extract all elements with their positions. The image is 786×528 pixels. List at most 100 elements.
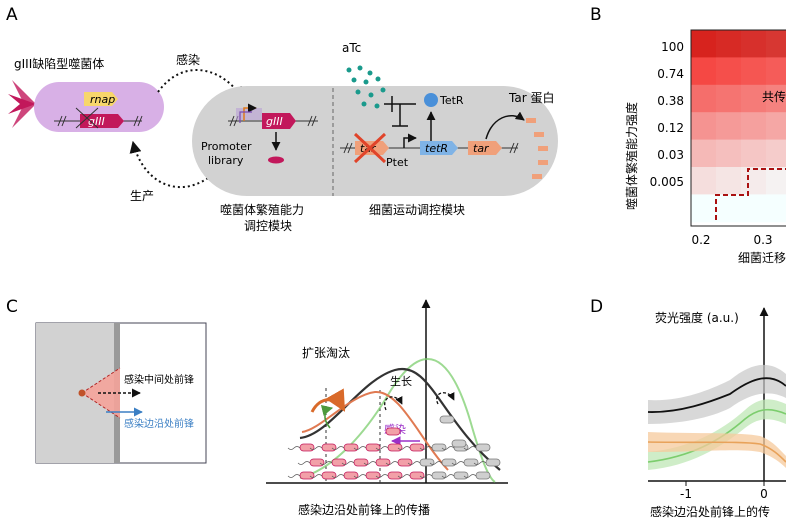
panel-c: C 感染中间处前锋 感染边沿处前锋 扩张淘汰 生长 感染 感染边沿处前锋上的传播 (6, 297, 508, 517)
heatmap-cell (691, 57, 716, 86)
heatmap-cell (766, 84, 786, 113)
uninfected-cell (475, 471, 491, 480)
giii-gene-icon (80, 114, 124, 128)
tar-gene-icon (468, 141, 502, 155)
infected-cell (343, 443, 359, 452)
produce-arrow (129, 140, 209, 189)
b-region-text: 共传 (762, 89, 786, 104)
dna-break-icon (133, 115, 143, 127)
heatmap-frame (690, 29, 786, 227)
b-ylabel: 噬菌体繁殖能力强度 (624, 102, 639, 210)
infection-wedge-edge (81, 367, 121, 419)
b-ytick: 100 (661, 40, 684, 54)
flagellum (463, 474, 477, 478)
c-orange-curve (301, 390, 449, 471)
panel-d: D 荧光强度 (a.u.) -1 0 感染边沿处前锋上的传 (590, 297, 786, 519)
heatmap-cell (716, 194, 741, 223)
tar-expression-arrow (485, 111, 525, 140)
heatmap-cell (741, 57, 766, 86)
uninfected-cell (419, 458, 435, 467)
d-orange-band (648, 432, 786, 468)
infected-cell (409, 443, 425, 452)
panel-label-b: B (590, 5, 602, 25)
front-edge-label: 感染边沿处前锋 (124, 417, 194, 430)
heatmap (691, 30, 786, 223)
giii-label: gIII (88, 115, 105, 128)
infected-cell (309, 458, 325, 467)
d-ylabel: 荧光强度 (a.u.) (655, 310, 739, 325)
heatmap-cell (691, 112, 716, 141)
heatmap-cell (716, 139, 741, 168)
b-xlabel: 细菌迁移 (738, 251, 786, 265)
heatmap-cell (691, 194, 716, 223)
front-middle-label: 感染中间处前锋 (124, 373, 194, 386)
atc-molecules-icon (346, 65, 386, 109)
flagellum (375, 446, 389, 450)
flagellum (397, 474, 411, 478)
dna-break-icon (307, 115, 317, 127)
flagellum (429, 461, 443, 465)
flagellum (441, 474, 455, 478)
b-ytick: 0.74 (657, 67, 684, 81)
d-xtick: 0 (760, 487, 768, 501)
module1-label-line2: 调控模块 (244, 219, 292, 233)
rnap-label: rnap (90, 93, 115, 106)
panel-label-d: D (590, 297, 603, 317)
bacterium-cell (385, 427, 401, 436)
c-growth-label: 生长 (390, 374, 412, 388)
heatmap-cell (741, 139, 766, 168)
module1-label-line1: 噬菌体繁殖能力 (220, 202, 304, 217)
infected-cell (387, 443, 403, 452)
bacterium-cell (439, 415, 455, 424)
flagellum (309, 474, 323, 478)
panel-label-a: A (6, 5, 18, 25)
phage-body (34, 82, 164, 132)
flagellum (363, 461, 377, 465)
flagellum (419, 474, 433, 478)
heatmap-cell (741, 84, 766, 113)
infect-label: 感染 (176, 52, 200, 67)
heatmap-cell (691, 167, 716, 195)
rnap-gene-icon (84, 92, 118, 106)
flagellum (331, 446, 345, 450)
heatmap-cell (716, 30, 741, 58)
flagellum (331, 474, 345, 478)
infected-cell (331, 458, 347, 467)
infected-cell (353, 458, 369, 467)
promoter-library-icon (236, 103, 262, 123)
infected-cell (321, 471, 337, 480)
piii-protein-icon (268, 156, 284, 164)
flagellum (385, 461, 399, 465)
flagellum (309, 446, 323, 450)
heatmap-cell (766, 57, 786, 86)
uninfected-cell (475, 443, 491, 452)
uninfected-cell (431, 471, 447, 480)
bacteria-cells (287, 415, 501, 480)
d-green-curve (647, 408, 786, 463)
uninfected-cell (453, 471, 469, 480)
heatmap-cell (741, 112, 766, 141)
module2-label: 细菌运动调控模块 (369, 203, 465, 217)
infected-cell (387, 471, 403, 480)
uninfected-cell (431, 443, 447, 452)
heatmap-cell (741, 194, 766, 223)
tar-receptor-icons (526, 118, 548, 179)
giii-host-gene-icon (262, 113, 296, 129)
flagellum (441, 446, 455, 450)
tetr-gene-label: tetR (425, 142, 448, 155)
infected-cell (299, 471, 315, 480)
heatmap-cell (716, 57, 741, 86)
flagellum (353, 474, 367, 478)
b-ytick: 0.38 (657, 94, 684, 108)
c-caption: 感染边沿处前锋上的传播 (298, 502, 430, 517)
infected-cell (365, 443, 381, 452)
infected-cell (409, 471, 425, 480)
flagellum (353, 446, 367, 450)
infected-cell (375, 458, 391, 467)
tar-gene-label: tar (473, 142, 490, 155)
flagellum (473, 461, 487, 465)
d-black-curve (647, 377, 786, 413)
b-ytick: 0.12 (657, 121, 684, 135)
